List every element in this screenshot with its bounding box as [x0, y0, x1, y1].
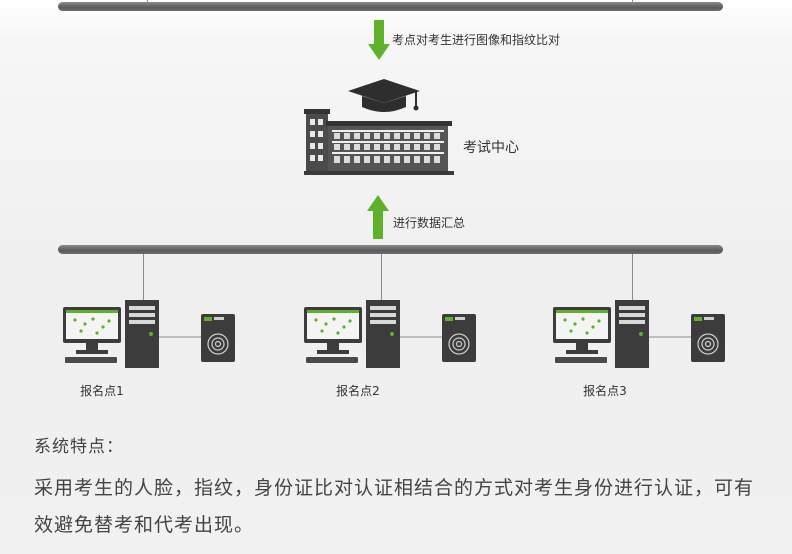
station-1-drop-line: [143, 254, 144, 301]
station-1-workstation-icon: [63, 300, 238, 370]
station-3-workstation-icon: [553, 300, 728, 370]
station-3-drop-line: [632, 254, 633, 301]
top-network-bus: [58, 2, 723, 11]
bottom-network-bus: [58, 245, 723, 254]
down-arrow-icon: [368, 20, 390, 62]
station-2-workstation-icon: [304, 300, 479, 370]
exam-center-building-icon: [304, 77, 454, 175]
up-arrow-icon: [367, 195, 389, 239]
station-2-label: 报名点2: [336, 384, 380, 398]
station-3-label: 报名点3: [583, 384, 627, 398]
top-bus-tick-left: [147, 0, 148, 5]
station-1-label: 报名点1: [80, 384, 124, 398]
summary-title: 系统特点：: [34, 437, 124, 457]
bottom-step-label: 进行数据汇总: [393, 216, 466, 230]
top-step-label: 考点对考生进行图像和指纹比对: [392, 33, 561, 47]
top-bus-tick-right: [632, 0, 633, 5]
station-2-drop-line: [381, 254, 382, 301]
summary-body: 采用考生的人脸，指纹，身份证比对认证相结合的方式对考生身份进行认证，可有效避免替…: [34, 477, 755, 536]
exam-center-label: 考试中心: [463, 140, 519, 156]
